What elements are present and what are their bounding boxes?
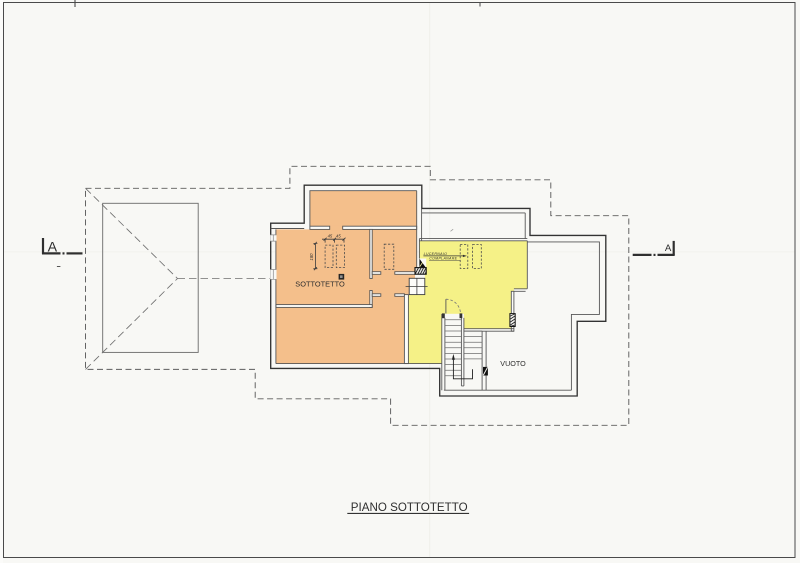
svg-text:45: 45: [336, 234, 341, 239]
svg-text:COMPLANARE: COMPLANARE: [429, 257, 457, 261]
svg-text:A: A: [665, 243, 672, 254]
svg-text:VUOTO: VUOTO: [500, 359, 526, 368]
svg-text:180: 180: [309, 253, 314, 261]
svg-text:SOTTOTETTO: SOTTOTETTO: [295, 279, 345, 288]
svg-text:A: A: [48, 239, 58, 255]
svg-text:LUCERNAIO: LUCERNAIO: [424, 252, 448, 256]
svg-text:PIANO SOTTOTETTO: PIANO SOTTOTETTO: [351, 501, 468, 514]
svg-text:45: 45: [328, 234, 333, 239]
